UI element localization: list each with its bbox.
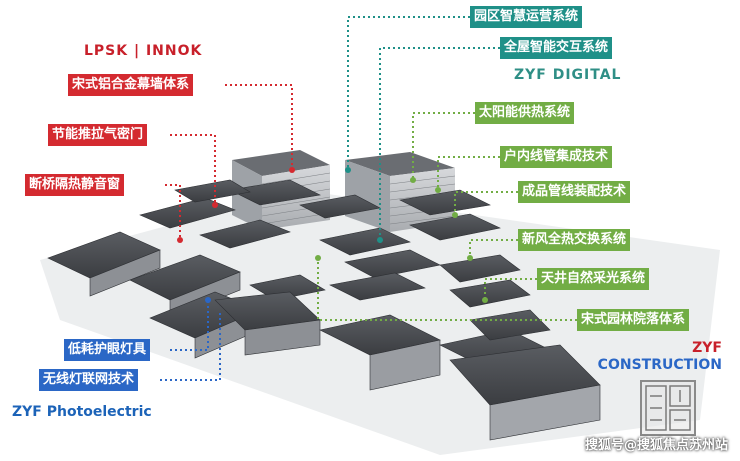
brand-construction-line2: CONSTRUCTION	[597, 357, 722, 373]
brand-zyf-photoelectric: ZYF Photoelectric	[12, 404, 152, 420]
tag-song-aluminum-curtain-wall: 宋式铝合金幕墙体系	[68, 74, 194, 96]
watermark-text: 搜狐号@搜狐焦点苏州站	[584, 438, 728, 453]
tag-low-energy-lamp: 低耗护眼灯具	[64, 339, 151, 361]
tag-fresh-air-heat-exchange: 新风全热交换系统	[518, 229, 631, 251]
seal-logo-icon	[640, 380, 696, 436]
brand-zyf-digital: ZYF DIGITAL	[514, 67, 622, 83]
tag-indoor-conduit-integration: 户内线管集成技术	[500, 146, 613, 168]
tag-solar-heating: 太阳能供热系统	[475, 102, 575, 124]
tag-park-smart-operation: 园区智慧运营系统	[470, 6, 583, 28]
tag-song-garden-courtyard: 宋式园林院落体系	[577, 309, 690, 331]
courtyard-blocks	[47, 179, 601, 441]
tag-thermal-break-window: 断桥隔热静音窗	[25, 174, 125, 196]
brand-zyf-construction: ZYF CONSTRUCTION	[590, 340, 722, 374]
brand-construction-line1: ZYF	[692, 340, 722, 356]
tag-patio-natural-lighting: 天井自然采光系统	[537, 268, 650, 290]
tag-wireless-lighting-iot: 无线灯联网技术	[39, 369, 139, 391]
tag-prefab-pipeline-assembly: 成品管线装配技术	[518, 181, 631, 203]
tag-whole-house-smart-interaction: 全屋智能交互系统	[500, 37, 613, 59]
brand-lpsk-innok: LPSK | INNOK	[84, 43, 203, 59]
seal-glyph	[645, 385, 691, 431]
tag-energy-saving-sliding-door: 节能推拉气密门	[48, 124, 148, 146]
